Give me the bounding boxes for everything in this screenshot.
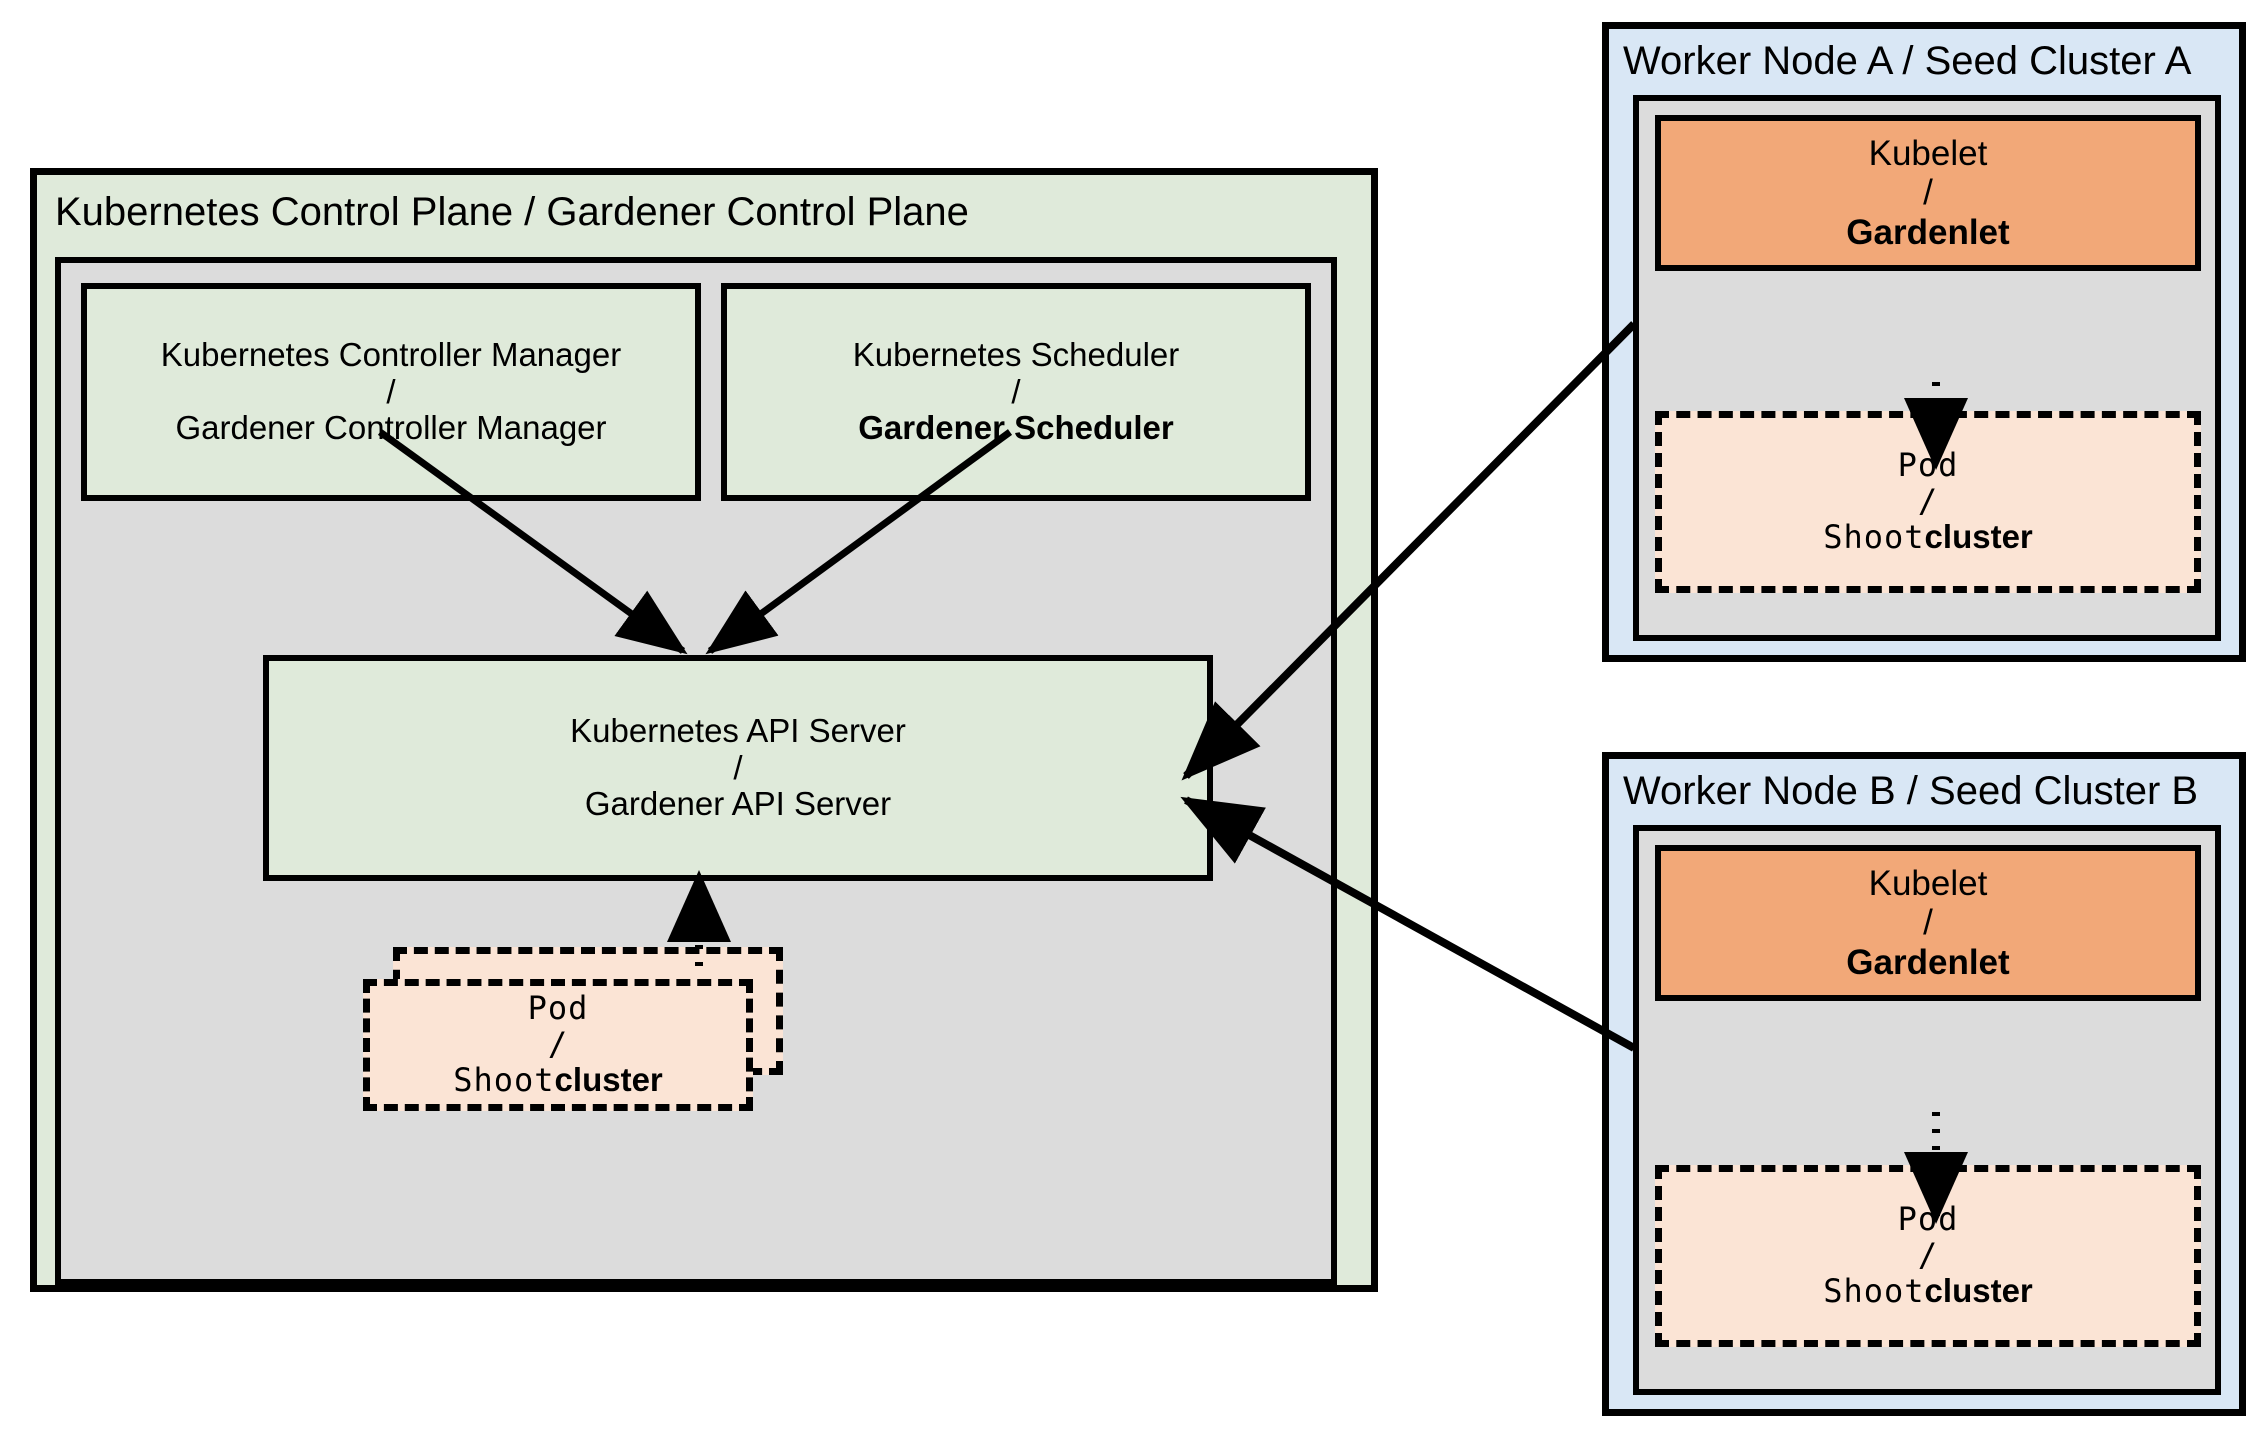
control-plane-pod-separator: / — [547, 1024, 569, 1063]
controller-manager-separator: / — [386, 372, 396, 410]
control-plane-pod-line1: Pod — [527, 988, 589, 1027]
seed-a-pod-shoot: Shoot — [1823, 518, 1925, 557]
control-plane-pod-shoot: Shoot — [453, 1061, 555, 1100]
seed-a-gardenlet-labels: Kubelet / Gardenlet — [1846, 134, 2009, 252]
control-plane-title: Kubernetes Control Plane / Gardener Cont… — [55, 190, 969, 234]
seed-a-inner-panel: Kubelet / Gardenlet Pod / Shootcluster — [1633, 95, 2221, 641]
scheduler-labels: Kubernetes Scheduler / Gardener Schedule… — [852, 335, 1180, 448]
seed-cluster-b-panel: Worker Node B / Seed Cluster B Kubelet /… — [1602, 752, 2246, 1416]
kubernetes-scheduler-box[interactable]: Kubernetes Scheduler / Gardener Schedule… — [721, 283, 1311, 501]
control-plane-pod-box[interactable]: Pod / Shootcluster — [363, 979, 753, 1111]
seed-b-pod-line1: Pod — [1897, 1199, 1959, 1238]
seed-cluster-a-title: Worker Node A / Seed Cluster A — [1623, 39, 2192, 83]
scheduler-line1: Kubernetes Scheduler — [852, 335, 1180, 373]
seed-a-pod-box[interactable]: Pod / Shootcluster — [1655, 411, 2201, 593]
seed-cluster-a-panel: Worker Node A / Seed Cluster A Kubelet /… — [1602, 22, 2246, 662]
seed-a-gardenlet-separator: / — [1923, 173, 1933, 213]
api-server-labels: Kubernetes API Server / Gardener API Ser… — [570, 711, 906, 824]
control-plane-pod-labels: Pod / Shootcluster — [453, 988, 663, 1100]
seed-b-pod-separator: / — [1917, 1235, 1939, 1274]
seed-cluster-b-title: Worker Node B / Seed Cluster B — [1623, 769, 2199, 813]
seed-b-gardenlet-separator: / — [1923, 903, 1933, 943]
seed-b-pod-cluster: cluster — [1924, 1272, 2033, 1310]
controller-manager-line2: Gardener Controller Manager — [175, 409, 607, 447]
controller-manager-line1: Kubernetes Controller Manager — [160, 335, 622, 373]
api-server-line2: Gardener API Server — [584, 785, 892, 823]
seed-b-gardenlet-box[interactable]: Kubelet / Gardenlet — [1655, 845, 2201, 1001]
scheduler-line2: Gardener Scheduler — [858, 409, 1174, 447]
control-plane-pod-line2: Shootcluster — [453, 1061, 663, 1100]
seed-a-pod-line1: Pod — [1897, 445, 1959, 484]
seed-b-pod-shoot: Shoot — [1823, 1272, 1925, 1311]
seed-a-gardenlet-box[interactable]: Kubelet / Gardenlet — [1655, 115, 2201, 271]
seed-b-gardenlet-line2: Gardenlet — [1846, 942, 2010, 982]
api-server-separator: / — [733, 748, 743, 786]
scheduler-separator: / — [1011, 372, 1021, 410]
api-server-line1: Kubernetes API Server — [570, 711, 906, 749]
seed-b-gardenlet-line1: Kubelet — [1868, 864, 1988, 904]
seed-a-pod-line2: Shootcluster — [1823, 518, 2033, 557]
kubernetes-controller-manager-box[interactable]: Kubernetes Controller Manager / Gardener… — [81, 283, 701, 501]
seed-b-pod-labels: Pod / Shootcluster — [1823, 1199, 2033, 1311]
kubernetes-api-server-box[interactable]: Kubernetes API Server / Gardener API Ser… — [263, 655, 1213, 881]
seed-b-pod-box[interactable]: Pod / Shootcluster — [1655, 1165, 2201, 1347]
controller-manager-labels: Kubernetes Controller Manager / Gardener… — [160, 335, 622, 448]
seed-a-pod-cluster: cluster — [1924, 518, 2033, 556]
seed-a-pod-separator: / — [1917, 481, 1939, 520]
seed-b-pod-line2: Shootcluster — [1823, 1272, 2033, 1311]
seed-a-gardenlet-line1: Kubelet — [1868, 134, 1988, 174]
seed-b-gardenlet-labels: Kubelet / Gardenlet — [1846, 864, 2009, 982]
control-plane-panel: Kubernetes Control Plane / Gardener Cont… — [30, 168, 1378, 1292]
control-plane-pod-cluster: cluster — [554, 1061, 663, 1099]
seed-a-pod-labels: Pod / Shootcluster — [1823, 445, 2033, 557]
control-plane-inner-panel: Kubernetes Controller Manager / Gardener… — [55, 257, 1337, 1285]
seed-b-inner-panel: Kubelet / Gardenlet Pod / Shootcluster — [1633, 825, 2221, 1395]
seed-a-gardenlet-line2: Gardenlet — [1846, 212, 2010, 252]
